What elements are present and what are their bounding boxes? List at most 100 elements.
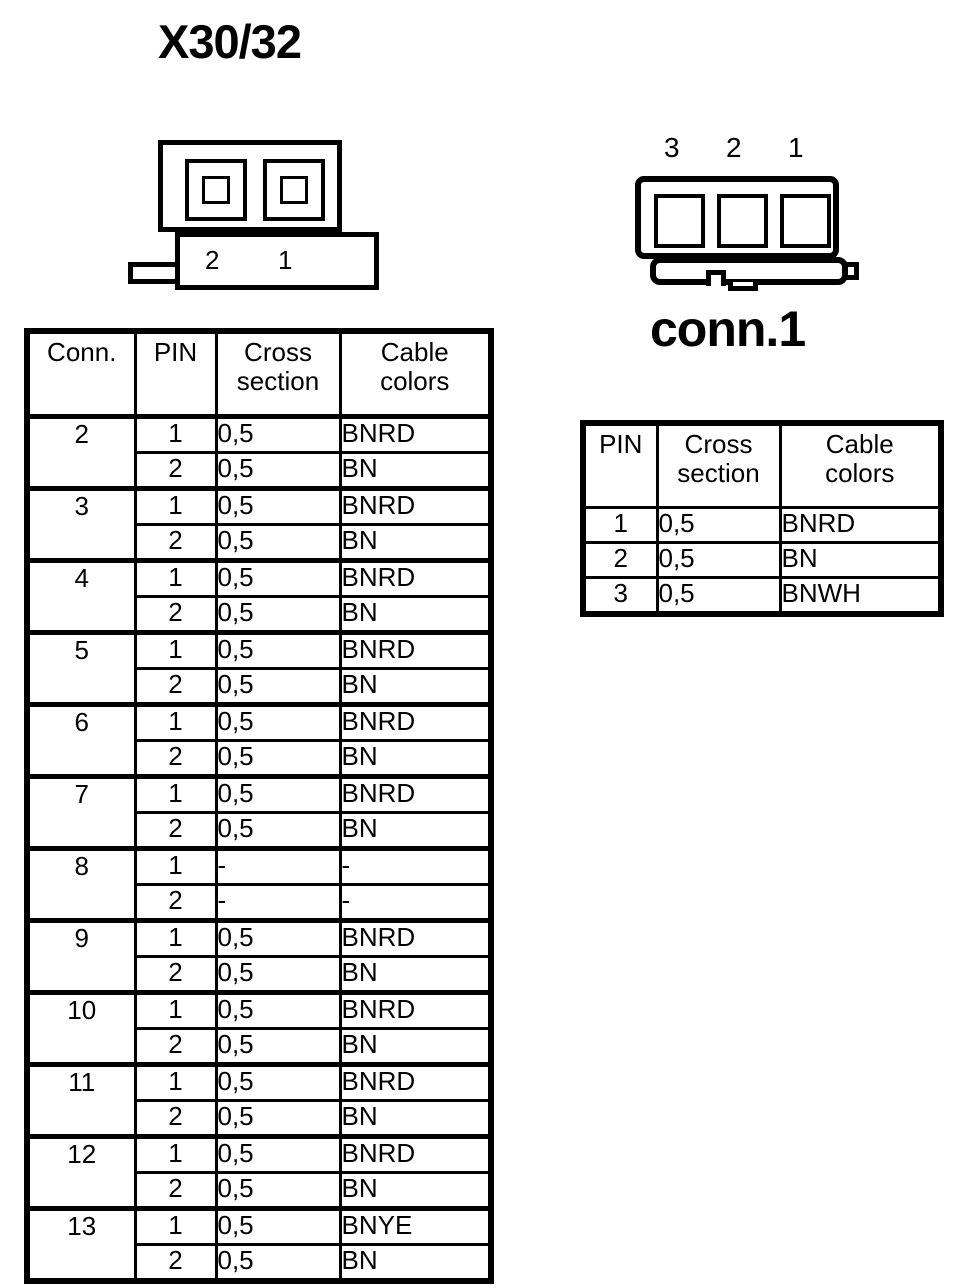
- left-connector-base: [175, 232, 379, 290]
- cell-pin: 2: [133, 739, 218, 778]
- cell-cable-color: BN: [338, 1099, 493, 1138]
- cell-cross-section: 0,5: [214, 1171, 342, 1210]
- cell-cross-section: 0,5: [214, 918, 342, 958]
- right-connector-caption: conn.1: [650, 301, 806, 357]
- cell-cross-section: 0,5: [655, 541, 782, 579]
- cell-cable-color: BNYE: [338, 1206, 493, 1246]
- cell-cable-color: BNRD: [338, 1062, 493, 1102]
- conn1-table-header-row: PIN Cross section Cable colors: [581, 421, 943, 509]
- cell-cross-section: 0,5: [655, 576, 782, 616]
- cell-cable-color: BN: [338, 667, 493, 706]
- cell-pin: 1: [133, 1206, 218, 1246]
- cell-pin: 3: [581, 576, 659, 616]
- left-connector-pin-label-2: 2: [205, 245, 220, 275]
- cell-cable-color: BN: [338, 739, 493, 778]
- cell-cross-section: 0,5: [214, 558, 342, 598]
- left-connector-slot-1: [263, 159, 325, 221]
- cell-pin: 1: [133, 630, 218, 670]
- cell-conn: 6: [25, 702, 137, 779]
- right-connector-slot-2: [717, 194, 768, 248]
- right-connector-diagram: 3 2 1 conn.1: [628, 132, 928, 362]
- cell-cable-color: BN: [338, 811, 493, 850]
- cell-conn: 11: [25, 1062, 137, 1139]
- right-connector-slot-3: [654, 194, 705, 248]
- cell-conn: 4: [25, 558, 137, 635]
- right-connector-foot: [728, 282, 758, 291]
- header-cable-colors-line1: Cable: [825, 429, 894, 459]
- cell-cross-section: 0,5: [214, 1062, 342, 1102]
- left-connector-slot-1-inner: [280, 176, 308, 204]
- main-table-header-row: Conn. PIN Cross section Cable colors: [25, 329, 493, 418]
- cell-pin: 1: [133, 558, 218, 598]
- left-connector-slot-2: [185, 159, 247, 221]
- cell-pin: 1: [133, 774, 218, 814]
- cell-cable-color: BNRD: [338, 630, 493, 670]
- cell-cross-section: 0,5: [214, 1206, 342, 1246]
- cell-cable-color: BN: [778, 541, 943, 579]
- cell-pin: 1: [133, 846, 218, 886]
- cell-cross-section: 0,5: [214, 630, 342, 670]
- left-connector-pin-label-1: 1: [278, 245, 293, 275]
- cell-pin: 1: [133, 414, 218, 454]
- cell-cross-section: 0,5: [655, 506, 782, 544]
- header-cable-colors: Cable colors: [778, 421, 943, 509]
- cell-conn: 8: [25, 846, 137, 923]
- cell-pin: 1: [133, 1062, 218, 1102]
- cell-pin: 2: [133, 1099, 218, 1138]
- cell-pin: 2: [133, 955, 218, 994]
- cell-pin: 2: [133, 883, 218, 922]
- cell-cable-color: BN: [338, 1243, 493, 1283]
- cell-cross-section: 0,5: [214, 1099, 342, 1138]
- cell-pin: 2: [133, 523, 218, 562]
- cell-pin: 2: [133, 811, 218, 850]
- header-cross-section: Cross section: [655, 421, 782, 509]
- cell-pin: 2: [133, 1171, 218, 1210]
- cell-cross-section: 0,5: [214, 955, 342, 994]
- cell-cross-section: 0,5: [214, 739, 342, 778]
- cell-cross-section: 0,5: [214, 486, 342, 526]
- cell-pin: 1: [133, 990, 218, 1030]
- header-conn: Conn.: [25, 329, 137, 418]
- cell-pin: 1: [133, 702, 218, 742]
- header-cable-colors-line2: colors: [380, 366, 450, 396]
- cell-cable-color: BNRD: [778, 506, 943, 544]
- cell-conn: 5: [25, 630, 137, 707]
- cell-pin: 1: [133, 1134, 218, 1174]
- header-cable-colors: Cable colors: [338, 329, 493, 418]
- cell-cable-color: BN: [338, 1171, 493, 1210]
- right-connector-slot-1: [780, 194, 831, 248]
- header-cross-section: Cross section: [214, 329, 342, 418]
- table-row: 2--: [27, 883, 493, 922]
- cell-cross-section: 0,5: [214, 702, 342, 742]
- cell-cable-color: BN: [338, 451, 493, 490]
- cell-cross-section: 0,5: [214, 667, 342, 706]
- cell-cable-color: -: [338, 846, 493, 886]
- header-pin: PIN: [581, 421, 659, 509]
- cell-cross-section: 0,5: [214, 595, 342, 634]
- cell-cable-color: BNRD: [338, 558, 493, 598]
- cell-pin: 2: [133, 595, 218, 634]
- cell-cross-section: 0,5: [214, 774, 342, 814]
- cell-cross-section: 0,5: [214, 1134, 342, 1174]
- cell-conn: 10: [25, 990, 137, 1067]
